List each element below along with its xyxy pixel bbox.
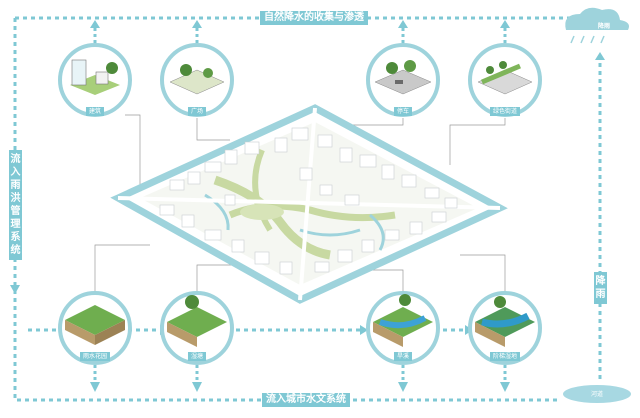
node-label-wet-pond: 湿塘	[187, 352, 207, 361]
node-label-building: 建筑	[85, 107, 105, 116]
node-label-green-street: 绿色街道	[489, 107, 521, 116]
node-art-dry-creek	[373, 294, 433, 347]
bottom-banner: 流入城市水文系统	[262, 393, 350, 407]
flow-loop	[13, 16, 602, 402]
node-art-building	[70, 59, 120, 95]
node-label-plaza: 广场	[187, 107, 207, 116]
pond-icon	[563, 385, 631, 403]
node-art-green-street	[477, 61, 533, 95]
leader-lines	[94, 114, 506, 292]
top-banner: 自然降水的收集与渗透	[260, 11, 368, 25]
node-art-plaza	[169, 64, 225, 95]
node-art-stepped-wetland	[475, 296, 535, 347]
rain-cloud-icon	[565, 7, 629, 44]
node-art-wet-pond	[167, 295, 227, 347]
city-plan	[110, 104, 508, 304]
node-label-parking: 停车	[393, 107, 413, 116]
bottom-node-circles	[58, 291, 542, 365]
node-label-stepped-wetland: 阶梯湿地	[489, 352, 521, 361]
top-node-circles	[58, 43, 542, 117]
node-connectors	[93, 28, 507, 382]
node-art-rain-garden	[65, 305, 125, 345]
right-label: 降雨	[594, 272, 607, 304]
pond-label: 河道	[590, 391, 604, 398]
node-label-dry-creek: 旱溪	[393, 352, 413, 361]
node-label-rain-garden: 雨水花园	[79, 352, 111, 361]
node-art-parking	[374, 60, 432, 95]
cloud-label: 降雨	[597, 23, 611, 30]
left-banner: 流入雨洪管理系统	[9, 150, 22, 260]
